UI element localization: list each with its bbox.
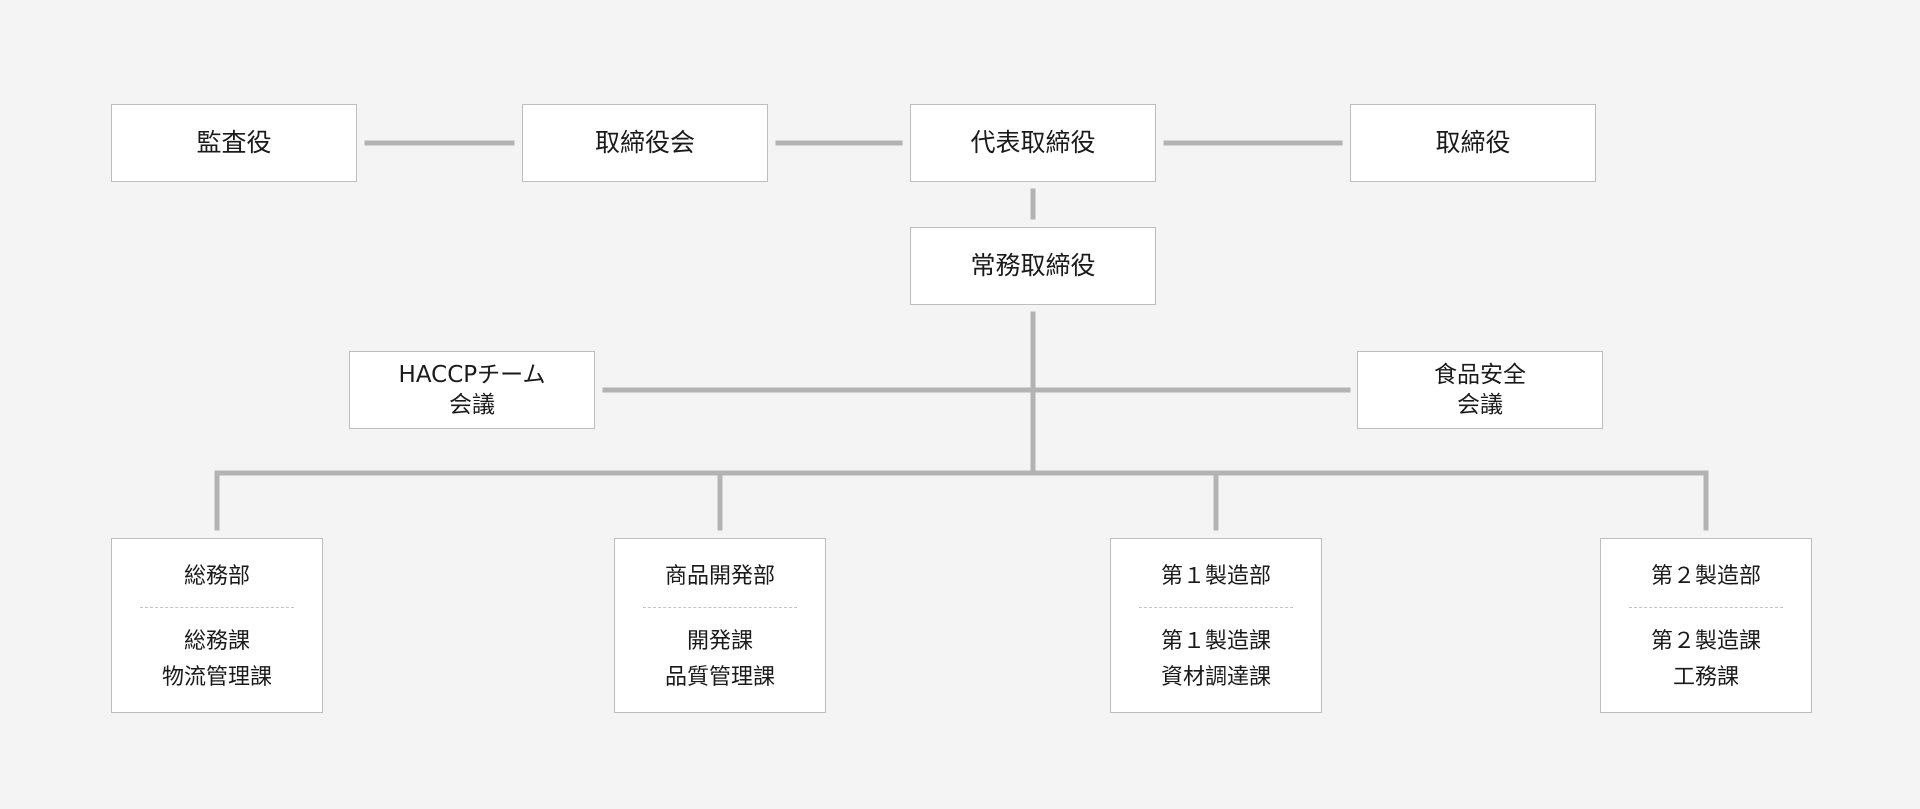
department-divider [140,607,294,608]
department-divider [1139,607,1293,608]
department-section: 資材調達課 [1160,665,1271,690]
department-divider [643,607,797,608]
department-sections: 第２製造課 工務課 [1651,624,1761,696]
food-safety-committee-line2: 会議 [1457,392,1503,418]
department-section: 第１製造課 [1160,629,1271,654]
box-food-safety-committee: 食品安全 会議 [1357,351,1603,429]
director-label: 取締役 [1435,128,1511,157]
box-representative-director: 代表取締役 [910,104,1156,182]
box-department-manufacturing-2: 第２製造部 第２製造課 工務課 [1600,538,1812,713]
box-haccp-committee: HACCPチーム 会議 [349,351,595,429]
department-title: 第２製造部 [1650,564,1761,589]
department-title: 商品開発部 [664,564,775,589]
managing-director-label: 常務取締役 [970,251,1096,280]
box-managing-director: 常務取締役 [910,227,1156,305]
board-label: 取締役会 [594,128,695,157]
haccp-committee-line2: 会議 [449,392,495,418]
representative-director-label: 代表取締役 [970,128,1096,157]
auditor-label: 監査役 [196,128,272,157]
department-divider [1629,607,1783,608]
department-sections: 開発課 品質管理課 [665,624,775,696]
box-department-product-development: 商品開発部 開発課 品質管理課 [614,538,826,713]
department-title: 総務部 [183,564,250,589]
box-department-manufacturing-1: 第１製造部 第１製造課 資材調達課 [1110,538,1322,713]
department-section: 第２製造課 [1650,629,1761,654]
food-safety-committee-line1: 食品安全 [1434,362,1526,388]
department-section: 総務課 [183,629,250,654]
department-section: 工務課 [1672,665,1739,690]
department-title: 第１製造部 [1160,564,1271,589]
department-section: 物流管理課 [161,665,272,690]
box-board: 取締役会 [522,104,768,182]
department-sections: 総務課 物流管理課 [162,624,272,696]
department-sections: 第１製造課 資材調達課 [1161,624,1271,696]
box-director: 取締役 [1350,104,1596,182]
department-section: 品質管理課 [664,665,775,690]
department-section: 開発課 [686,629,753,654]
box-department-general-affairs: 総務部 総務課 物流管理課 [111,538,323,713]
haccp-committee-line1: HACCPチーム [398,362,546,388]
box-auditor: 監査役 [111,104,357,182]
